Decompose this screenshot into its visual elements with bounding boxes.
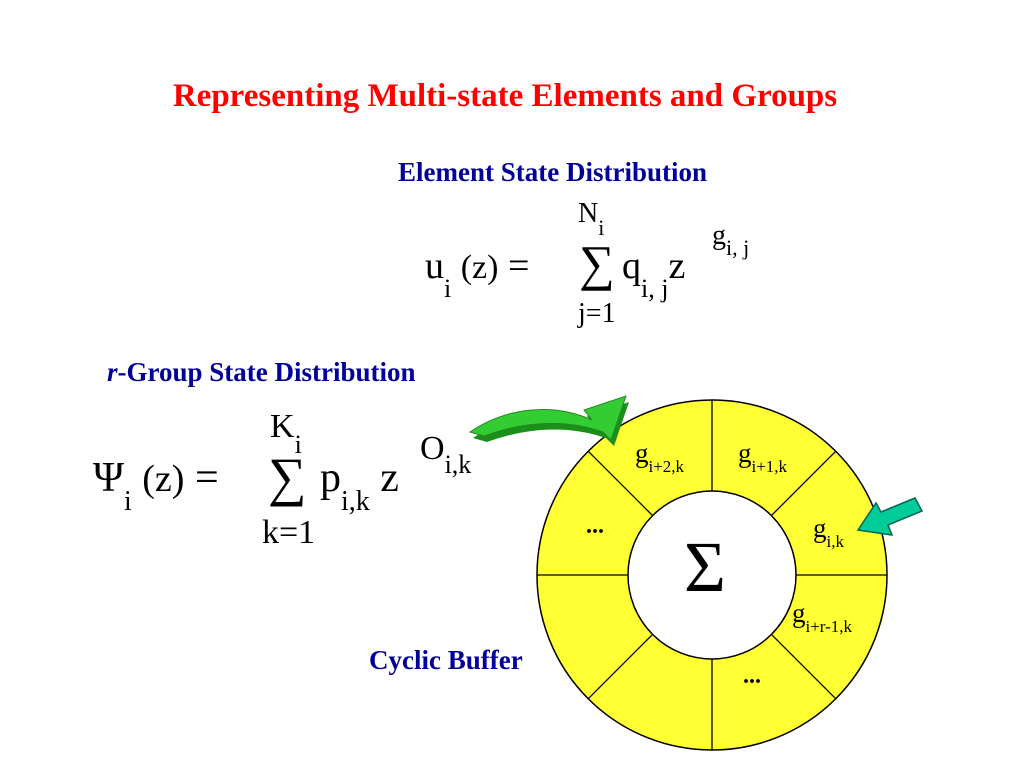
buffer-center-sigma: Σ xyxy=(684,527,726,607)
element-exponent: gi, j xyxy=(712,220,750,260)
divider xyxy=(770,633,837,700)
segment-g-i-plus-r-minus-1: gi+r-1,k xyxy=(792,598,853,637)
element-sum-lower: j=1 xyxy=(578,298,616,329)
cyclic-buffer-label: Cyclic Buffer xyxy=(369,645,523,675)
element-lhs: ui (z) = xyxy=(425,245,530,303)
segment-g-i-plus-1: gi+1,k xyxy=(738,438,788,477)
element-sigma: ∑ xyxy=(579,235,615,291)
group-exponent: Oi,k xyxy=(420,430,472,479)
group-sum-upper: Ki xyxy=(270,408,302,459)
group-sigma: ∑ xyxy=(268,447,307,507)
segment-g-i: gi,k xyxy=(813,513,844,552)
divider xyxy=(587,633,654,700)
segment-dots-left: ... xyxy=(586,513,604,539)
ring-dividers xyxy=(537,400,887,750)
group-sum-lower: k=1 xyxy=(262,514,316,551)
element-sum-upper: Ni xyxy=(578,198,605,240)
green-arrow-icon xyxy=(468,395,629,446)
segment-dots-bottom: ... xyxy=(743,663,761,689)
divider xyxy=(587,450,654,517)
buffer-ring xyxy=(536,399,888,751)
segment-g-i-plus-2: gi+2,k xyxy=(635,438,685,477)
divider xyxy=(770,450,837,517)
group-lhs: Ψi (z) = xyxy=(93,455,219,518)
slide-title: Representing Multi-state Elements and Gr… xyxy=(172,78,838,114)
element-section-heading: Element State Distribution xyxy=(398,157,707,187)
element-term: qi, jz xyxy=(622,245,686,303)
group-section-heading: r-Group State Distribution xyxy=(107,357,416,387)
group-term: pi,k z xyxy=(320,455,399,518)
teal-arrow-icon xyxy=(856,497,924,536)
